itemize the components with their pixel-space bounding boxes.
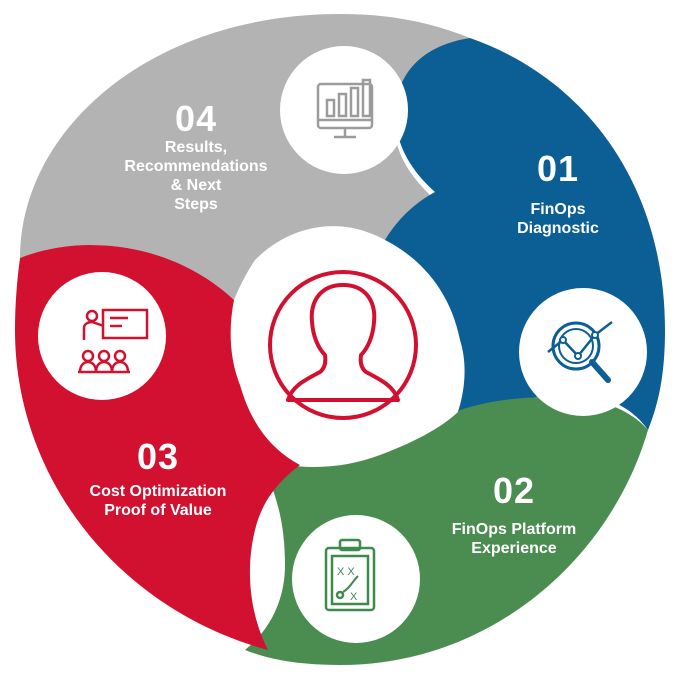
step-01-title-line-2: Diagnostic — [517, 220, 599, 237]
step-03-label: 03 Cost Optimization Proof of Value — [58, 438, 258, 520]
step-04-title-line-2: Recommendations — [124, 158, 268, 175]
step-04-label: 04 Results, Recommendations & Next Steps — [96, 100, 296, 214]
svg-text:X X: X X — [337, 566, 355, 578]
step-03-title-line-2: Proof of Value — [104, 502, 212, 519]
step-04-icon-circle — [280, 46, 408, 174]
monitor-bar-chart-icon — [316, 78, 374, 139]
magnifying-glass-chart-icon — [547, 321, 613, 383]
step-03-title-line-1: Cost Optimization — [89, 483, 227, 500]
step-01-title-line-1: FinOps — [530, 201, 586, 218]
step-02-number: 02 — [492, 470, 536, 511]
center-hub — [245, 247, 441, 443]
center-ring — [268, 270, 418, 420]
step-02-label: 02 FinOps Platform Experience — [424, 472, 604, 558]
step-04-title-line-1: Results, — [164, 139, 228, 156]
step-04-number: 04 — [174, 98, 218, 139]
step-03-number: 03 — [136, 436, 180, 477]
presentation-audience-icon — [78, 308, 149, 374]
step-04-title-line-3: & Next — [170, 177, 222, 194]
step-04-title-line-4: Steps — [174, 196, 218, 213]
svg-text:X: X — [350, 591, 358, 603]
step-01-label: 01 FinOps Diagnostic — [488, 150, 628, 238]
step-01-number: 01 — [536, 148, 580, 189]
clipboard-strategy-icon: X X X — [324, 538, 376, 612]
person-silhouette-icon — [286, 283, 400, 402]
step-02-title-line-1: FinOps Platform — [451, 521, 577, 538]
step-01-icon-circle — [519, 288, 647, 416]
step-02-title-line-2: Experience — [471, 540, 557, 557]
